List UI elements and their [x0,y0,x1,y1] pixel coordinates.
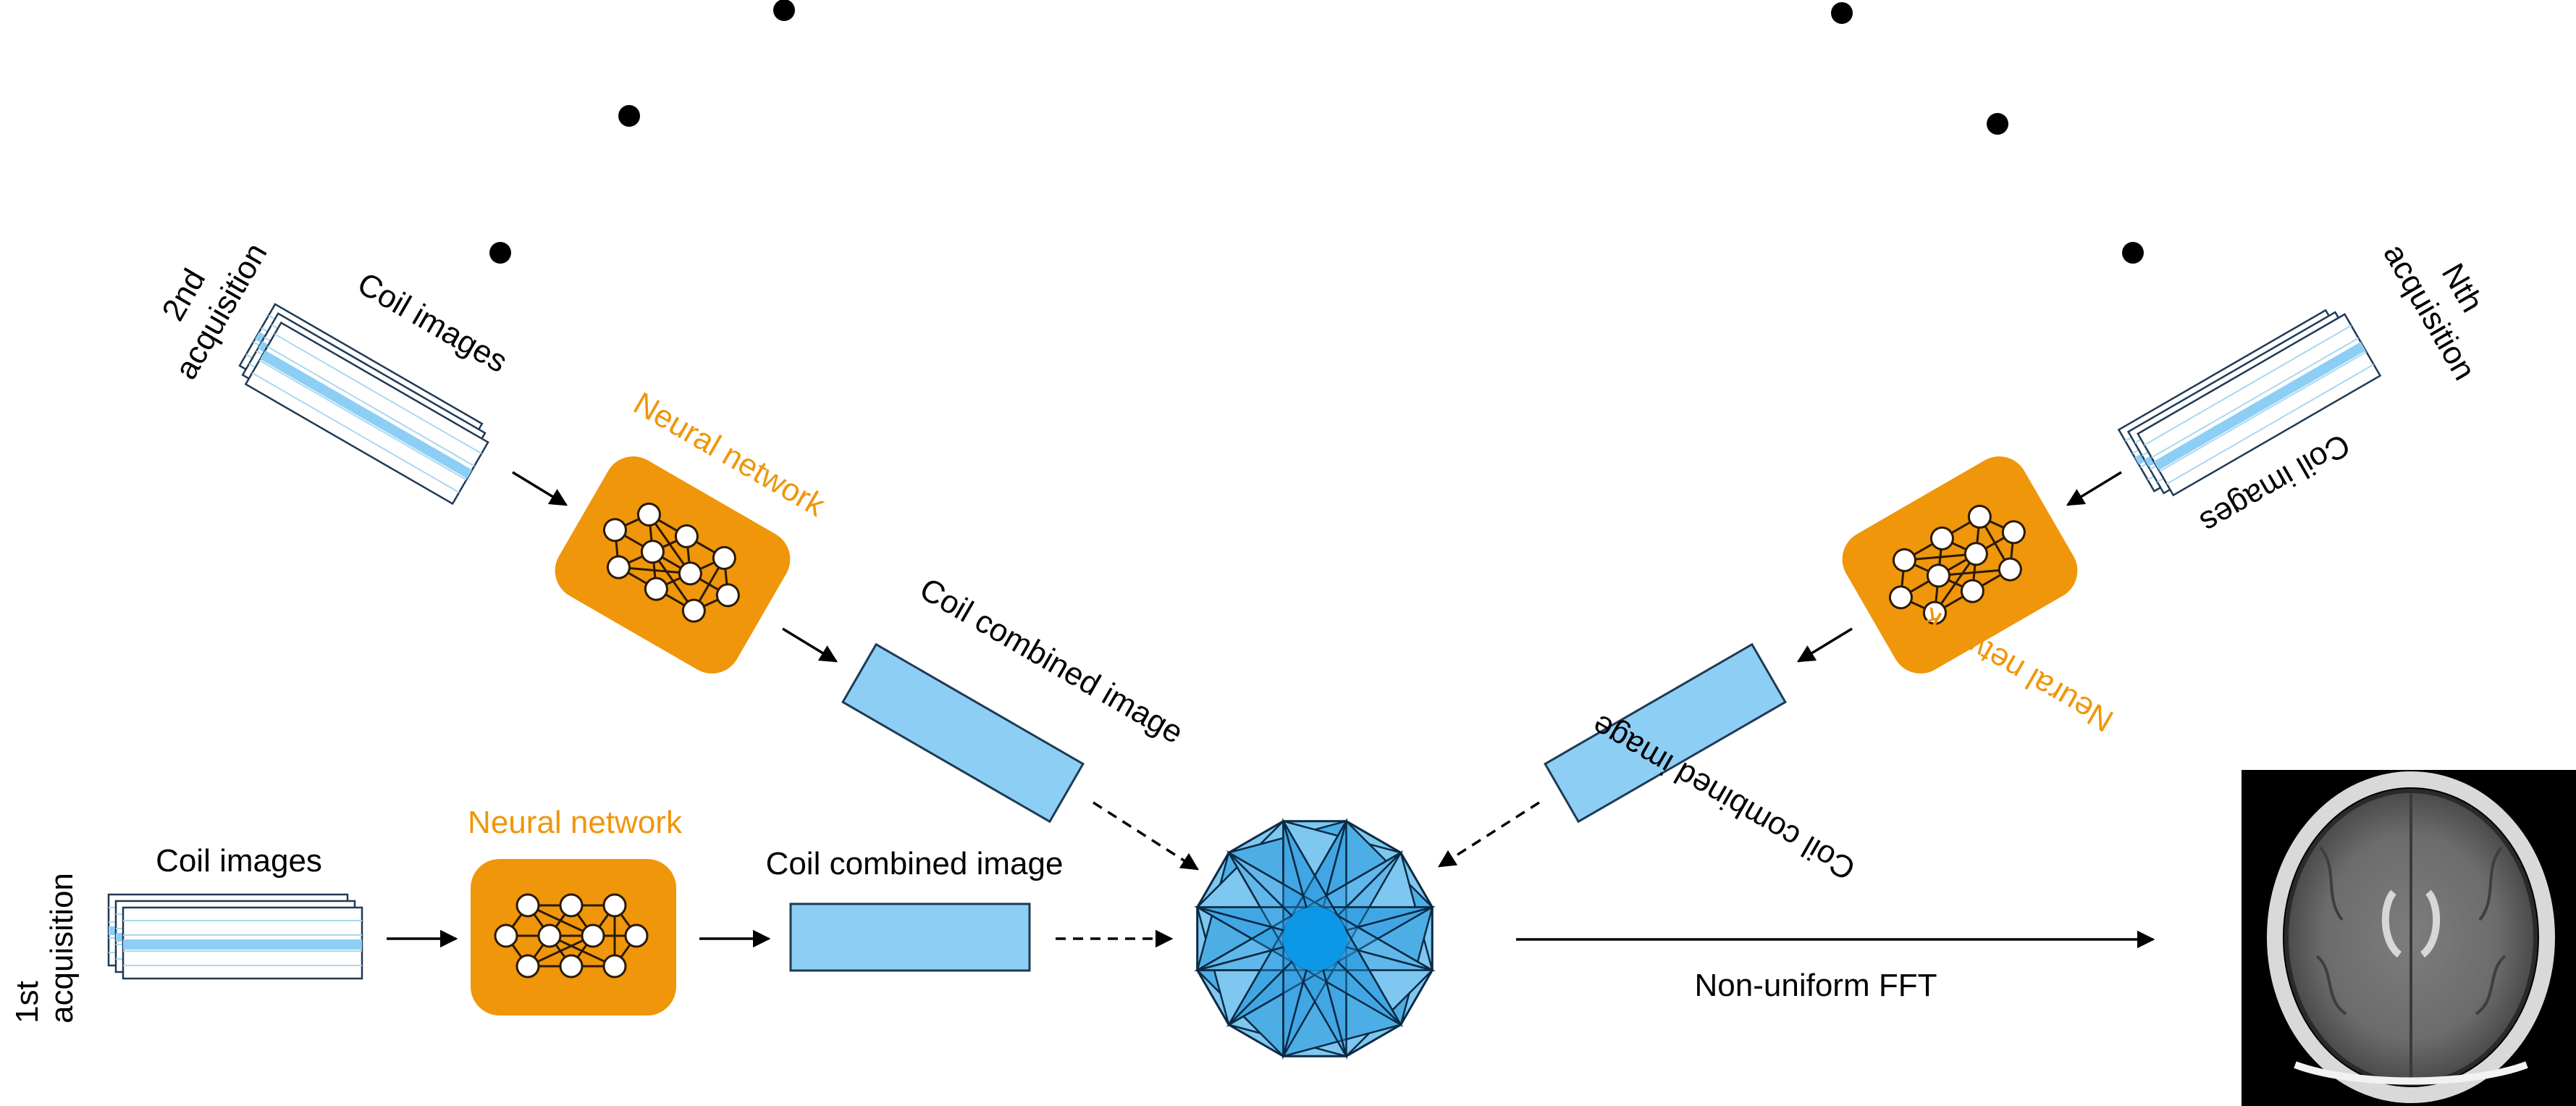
first-neural-network-label: Neural network [468,805,683,840]
first-neural-network-icon [469,858,678,1017]
arrow-coil-to-nn-n [2066,471,2122,506]
first-coil-images-label: Coil images [156,843,322,879]
first-acquisition-label-line1: 1st [9,981,45,1023]
brain-mri-image [2242,770,2576,1106]
ellipsis-dots [489,0,2144,264]
first-acquisition-row: 1stacquisition Coil images Neural networ… [9,805,1174,1023]
first-acquisition-label-line2: acquisition [44,873,80,1023]
radial-kspace-icon [1194,818,1436,1060]
nth-coil-combined-image [1544,642,1787,824]
nufft-label: Non-uniform FFT [1695,968,1937,1003]
first-coil-combined-image [789,902,1031,972]
arrow-coil-to-nn-2 [512,471,568,506]
first-coil-images [107,893,363,980]
first-acquisition-label: 1stacquisition [9,873,80,1023]
second-coil-combined-image [841,642,1085,824]
dashed-arrow-combined-to-kspace-n [1437,801,1540,868]
arrow-nn-to-combined-2 [782,627,838,663]
second-acquisition-row: 2nd acquisition Coil images Neural netwo… [155,237,1200,871]
dashed-arrow-combined-to-kspace-2 [1093,801,1200,871]
arrow-nn-to-combined-n [1796,627,1853,663]
kspace-center [1283,907,1347,971]
nth-coil-images [2118,302,2381,503]
first-coil-combined-label: Coil combined image [766,846,1064,881]
nth-acquisition-label: Nth acquisition [2376,217,2517,386]
